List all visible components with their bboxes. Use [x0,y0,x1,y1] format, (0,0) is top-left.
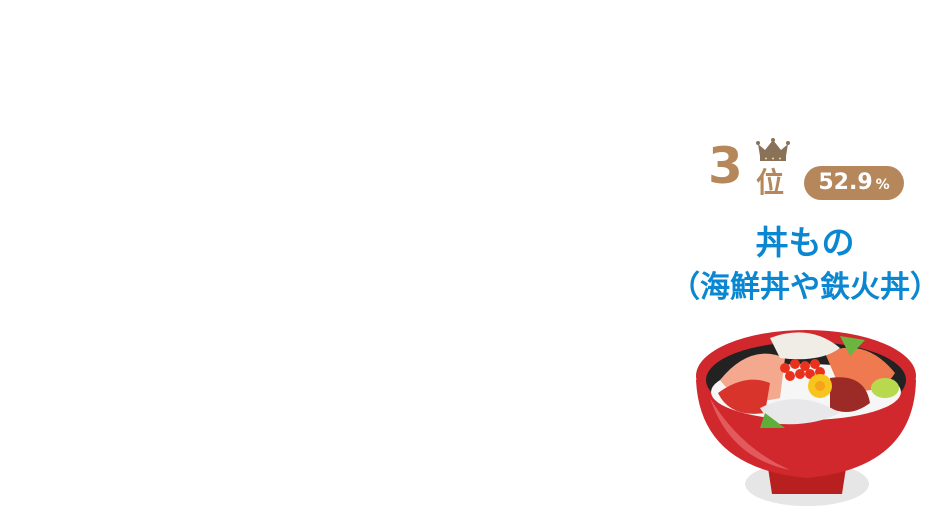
percent-badge: 52.9% [804,166,904,200]
item-title: 丼もの [755,223,855,262]
rank-number: 3 [708,137,743,195]
rank-suffix: 位 [756,166,785,199]
percent-unit: % [875,177,890,193]
kaisendon-bowl-illustration [696,330,916,506]
crown-icon [756,138,790,161]
item-subtitle: （海鮮丼や鉄火丼） [670,270,940,305]
percent-value: 52.9 [818,170,873,195]
rank-block: 3 位 52.9% [708,136,908,206]
